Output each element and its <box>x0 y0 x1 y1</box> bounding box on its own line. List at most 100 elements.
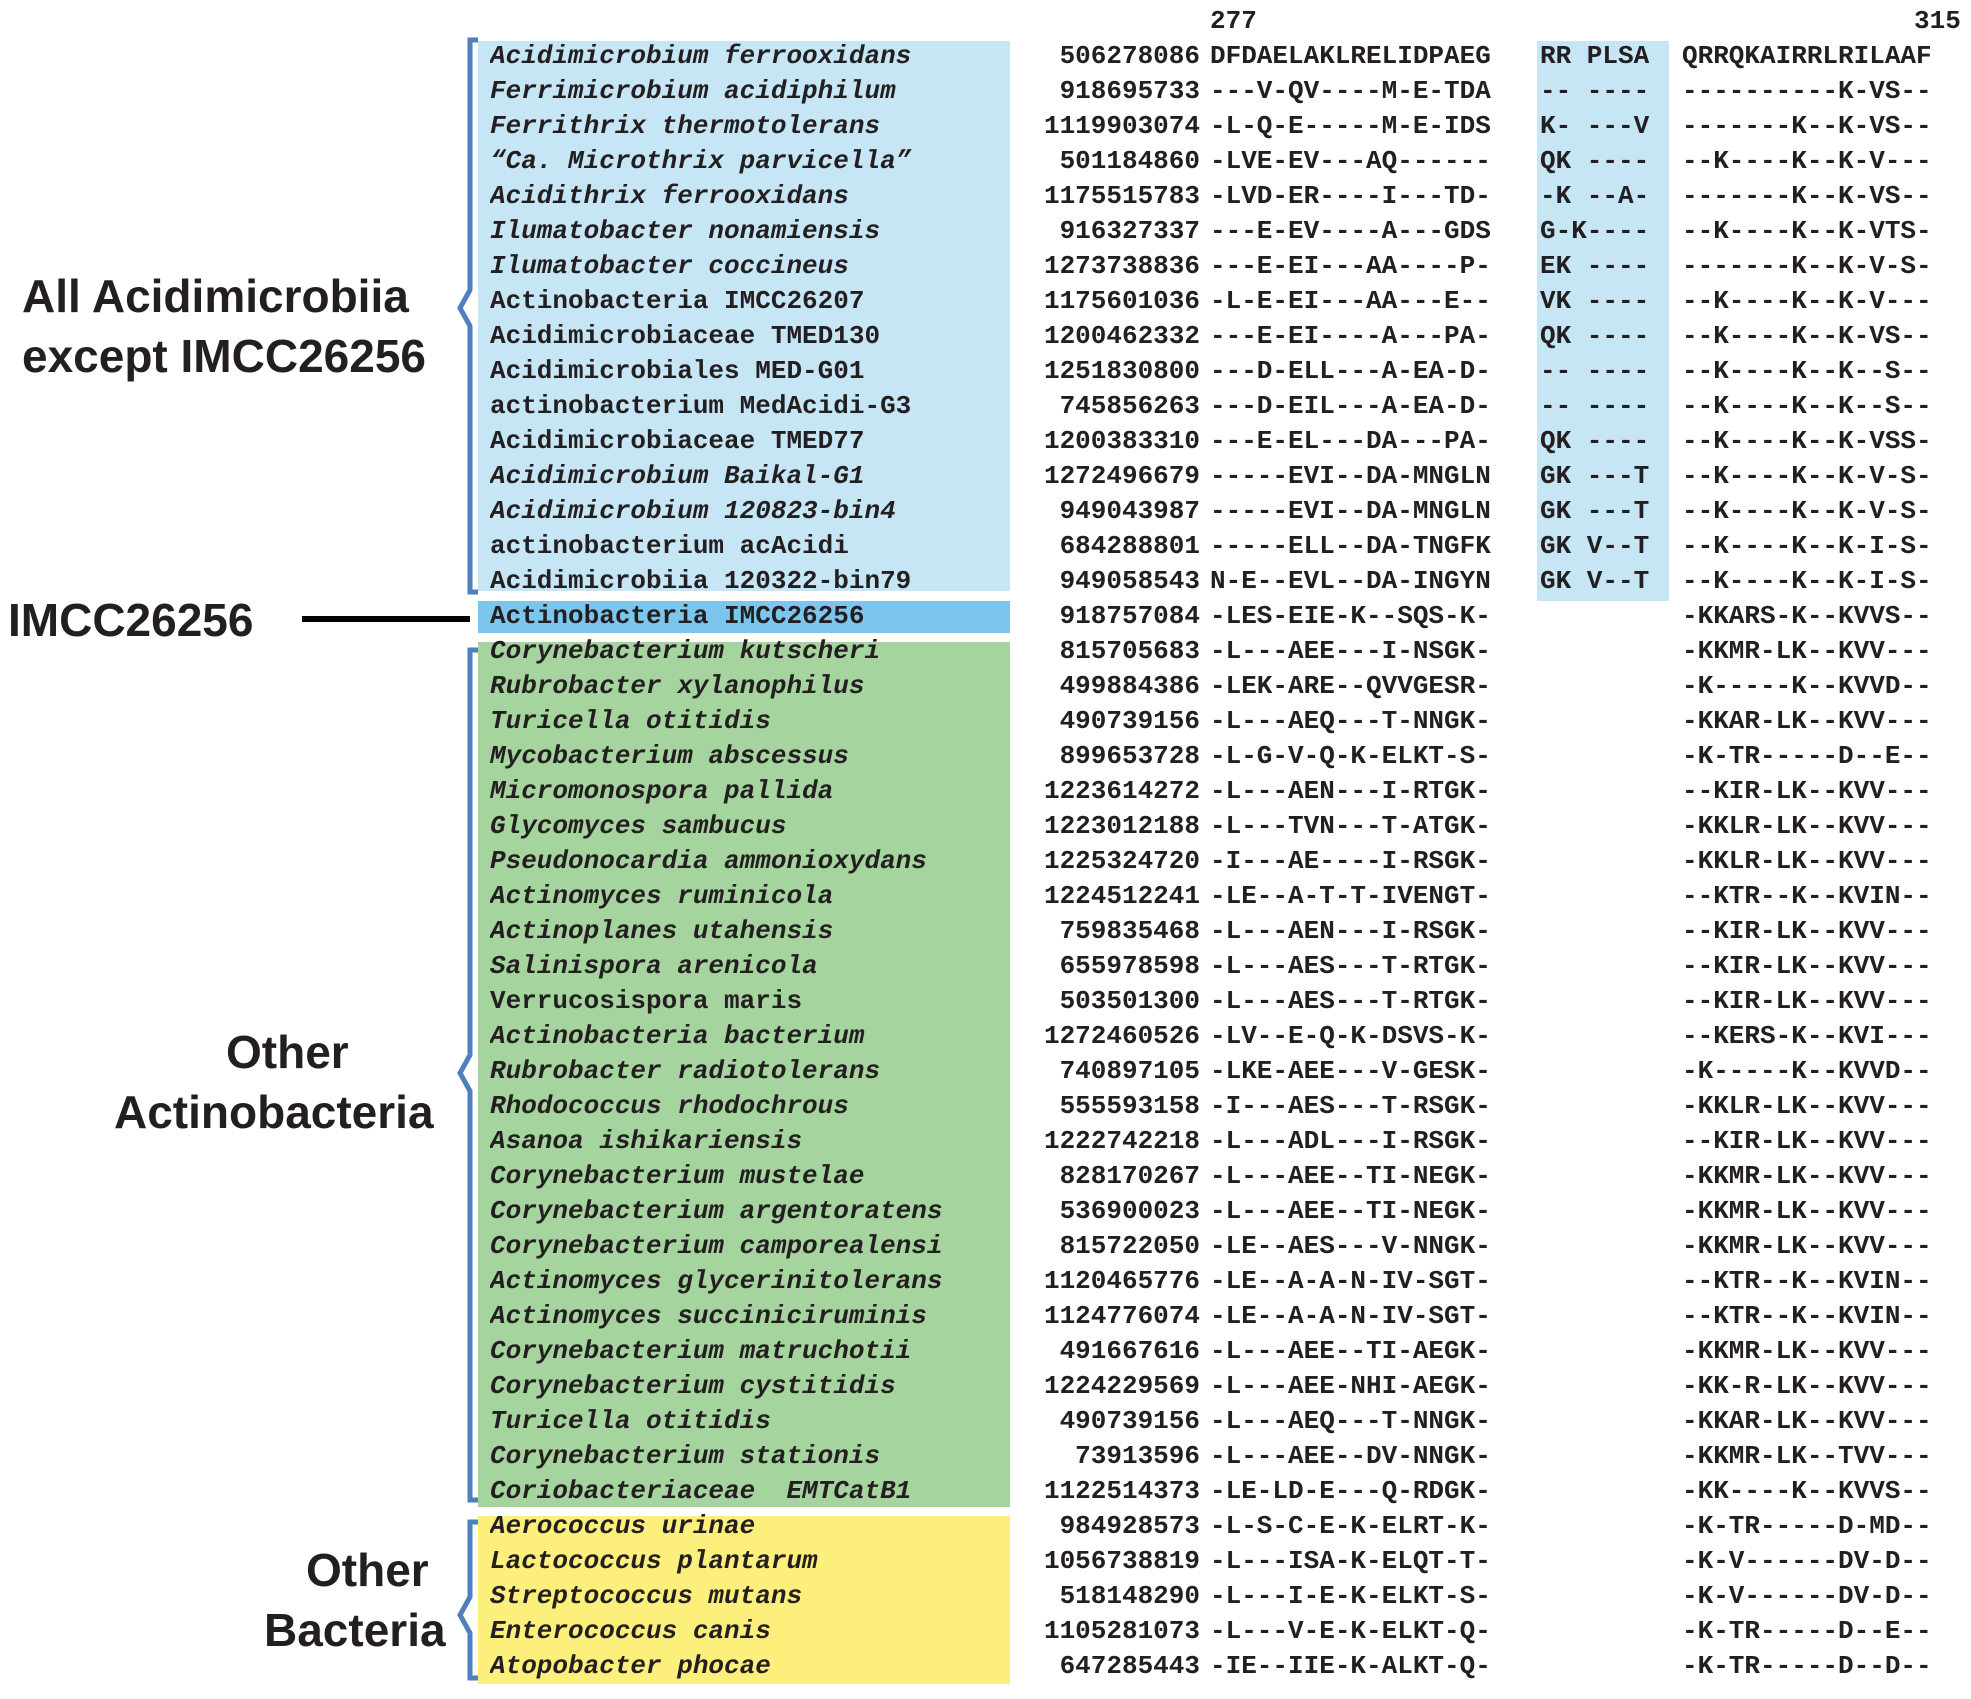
organism-name: “Ca. Microthrix parvicella” <box>490 146 912 176</box>
sequence-segment-1: -L---AEE--TI-AEGK- <box>1210 1336 1491 1366</box>
sequence-segment-3: -KKMR-LK--KVV--- <box>1682 1336 1932 1366</box>
sequence-segment-2: GK V--T <box>1540 566 1650 596</box>
sequence-segment-1: -LE--A-A-N-IV-SGT- <box>1210 1301 1491 1331</box>
sequence-segment-1: -I---AE----I-RSGK- <box>1210 846 1491 876</box>
gi-number: 1251830800 <box>1043 356 1200 386</box>
gi-number: 684288801 <box>1059 531 1200 561</box>
organism-name: Acidimicrobiia 120322-bin79 <box>490 566 912 596</box>
sequence-segment-1: -L---AEE--TI-NEGK- <box>1210 1161 1491 1191</box>
organism-name: actinobacterium MedAcidi-G3 <box>490 391 912 421</box>
sequence-segment-3: --K----K--K-V-S- <box>1682 496 1932 526</box>
group-label-actinobacteria-line1: Other <box>226 1026 349 1078</box>
sequence-segment-1: -LES-EIE-K--SQS-K- <box>1210 601 1491 631</box>
sequence-segment-3: -KKAR-LK--KVV--- <box>1682 1406 1932 1436</box>
sequence-segment-1: -L---AEE---I-NSGK- <box>1210 636 1491 666</box>
gi-number: 949058543 <box>1059 566 1200 596</box>
sequence-segment-1: -L---AEE--DV-NNGK- <box>1210 1441 1491 1471</box>
sequence-segment-3: -KKARS-K--KVVS-- <box>1682 601 1932 631</box>
sequence-segment-3: -K-V------DV-D-- <box>1682 1546 1932 1576</box>
gi-number: 536900023 <box>1059 1196 1200 1226</box>
sequence-segment-3: QRRQKAIRRLRILAAF <box>1682 41 1932 71</box>
actinobacteria-band <box>478 642 1010 1507</box>
organism-name: Corynebacterium matruchotii <box>490 1336 912 1366</box>
sequence-segment-3: -KK-R-LK--KVV--- <box>1682 1371 1932 1401</box>
imcc26256-highlight <box>478 601 1010 633</box>
sequence-segment-1: -LV--E-Q-K-DSVS-K- <box>1210 1021 1491 1051</box>
sequence-segment-1: -L---I-E-K-ELKT-S- <box>1210 1581 1491 1611</box>
sequence-segment-3: --K----K--K-VSS- <box>1682 426 1932 456</box>
sequence-segment-3: --K----K--K-VTS- <box>1682 216 1932 246</box>
sequence-segment-3: --K----K--K-I-S- <box>1682 566 1932 596</box>
alignment-row: Corynebacterium matruchotii 491667616 -L--… <box>0 1334 1971 1369</box>
gi-number: 499884386 <box>1059 671 1200 701</box>
sequence-segment-2: VK ---- <box>1540 286 1650 316</box>
gi-number: 1225324720 <box>1043 846 1200 876</box>
sequence-segment-3: --K----K--K--S-- <box>1682 356 1932 386</box>
sequence-segment-1: -L---V-E-K-ELKT-Q- <box>1210 1616 1491 1646</box>
sequence-segment-1: -----EVI--DA-MNGLN <box>1210 496 1491 526</box>
sequence-segment-3: -K-----K--KVVD-- <box>1682 1056 1932 1086</box>
acidimicrobiia-band <box>478 41 1010 591</box>
organism-name: Micromonospora pallida <box>490 776 834 806</box>
organism-name: Salinispora arenicola <box>490 951 818 981</box>
sequence-segment-1: -IE--IIE-K-ALKT-Q- <box>1210 1651 1491 1681</box>
organism-name: Pseudonocardia ammonioxydans <box>490 846 927 876</box>
gi-number: 828170267 <box>1059 1161 1200 1191</box>
organism-name: Acidimicrobiales MED-G01 <box>490 356 865 386</box>
sequence-segment-2: QK ---- <box>1540 321 1650 351</box>
sequence-segment-1: -LE--A-A-N-IV-SGT- <box>1210 1266 1491 1296</box>
gi-number: 1200383310 <box>1043 426 1200 456</box>
sequence-segment-1: -LE--AES---V-NNGK- <box>1210 1231 1491 1261</box>
sequence-segment-2: GK V--T <box>1540 531 1650 561</box>
sequence-segment-1: -L-S-C-E-K-ELRT-K- <box>1210 1511 1491 1541</box>
sequence-segment-3: --K----K--K-I-S- <box>1682 531 1932 561</box>
organism-name: Actinobacteria IMCC26207 <box>490 286 865 316</box>
sequence-segment-1: -L-Q-E-----M-E-IDS <box>1210 111 1491 141</box>
actinobacteria-bracket <box>457 647 478 1503</box>
sequence-segment-1: -----EVI--DA-MNGLN <box>1210 461 1491 491</box>
gi-number: 1119903074 <box>1043 111 1200 141</box>
organism-name: Enterococcus canis <box>490 1616 771 1646</box>
sequence-segment-2: -- ---- <box>1540 391 1650 421</box>
gi-number: 503501300 <box>1059 986 1200 1016</box>
gi-number: 655978598 <box>1059 951 1200 981</box>
sequence-segment-1: -L---ISA-K-ELQT-T- <box>1210 1546 1491 1576</box>
organism-name: Ilumatobacter coccineus <box>490 251 849 281</box>
sequence-segment-1: -L---TVN---T-ATGK- <box>1210 811 1491 841</box>
organism-name: Rubrobacter radiotolerans <box>490 1056 881 1086</box>
gi-number: 918757084 <box>1059 601 1200 631</box>
organism-name: Actinoplanes utahensis <box>490 916 834 946</box>
sequence-segment-3: -KKLR-LK--KVV--- <box>1682 811 1932 841</box>
organism-name: Corynebacterium mustelae <box>490 1161 865 1191</box>
gi-number: 1120465776 <box>1043 1266 1200 1296</box>
organism-name: Corynebacterium kutscheri <box>490 636 881 666</box>
organism-name: Turicella otitidis <box>490 1406 771 1436</box>
sequence-segment-3: --K----K--K-V--- <box>1682 146 1932 176</box>
sequence-segment-2: EK ---- <box>1540 251 1650 281</box>
organism-name: Atopobacter phocae <box>490 1651 771 1681</box>
gi-number: 491667616 <box>1059 1336 1200 1366</box>
sequence-segment-2: G-K---- <box>1540 216 1650 246</box>
sequence-segment-2: -- ---- <box>1540 356 1650 386</box>
sequence-segment-1: -L---AES---T-RTGK- <box>1210 951 1491 981</box>
sequence-segment-2: -K --A- <box>1540 181 1650 211</box>
gi-number: 1224229569 <box>1043 1371 1200 1401</box>
